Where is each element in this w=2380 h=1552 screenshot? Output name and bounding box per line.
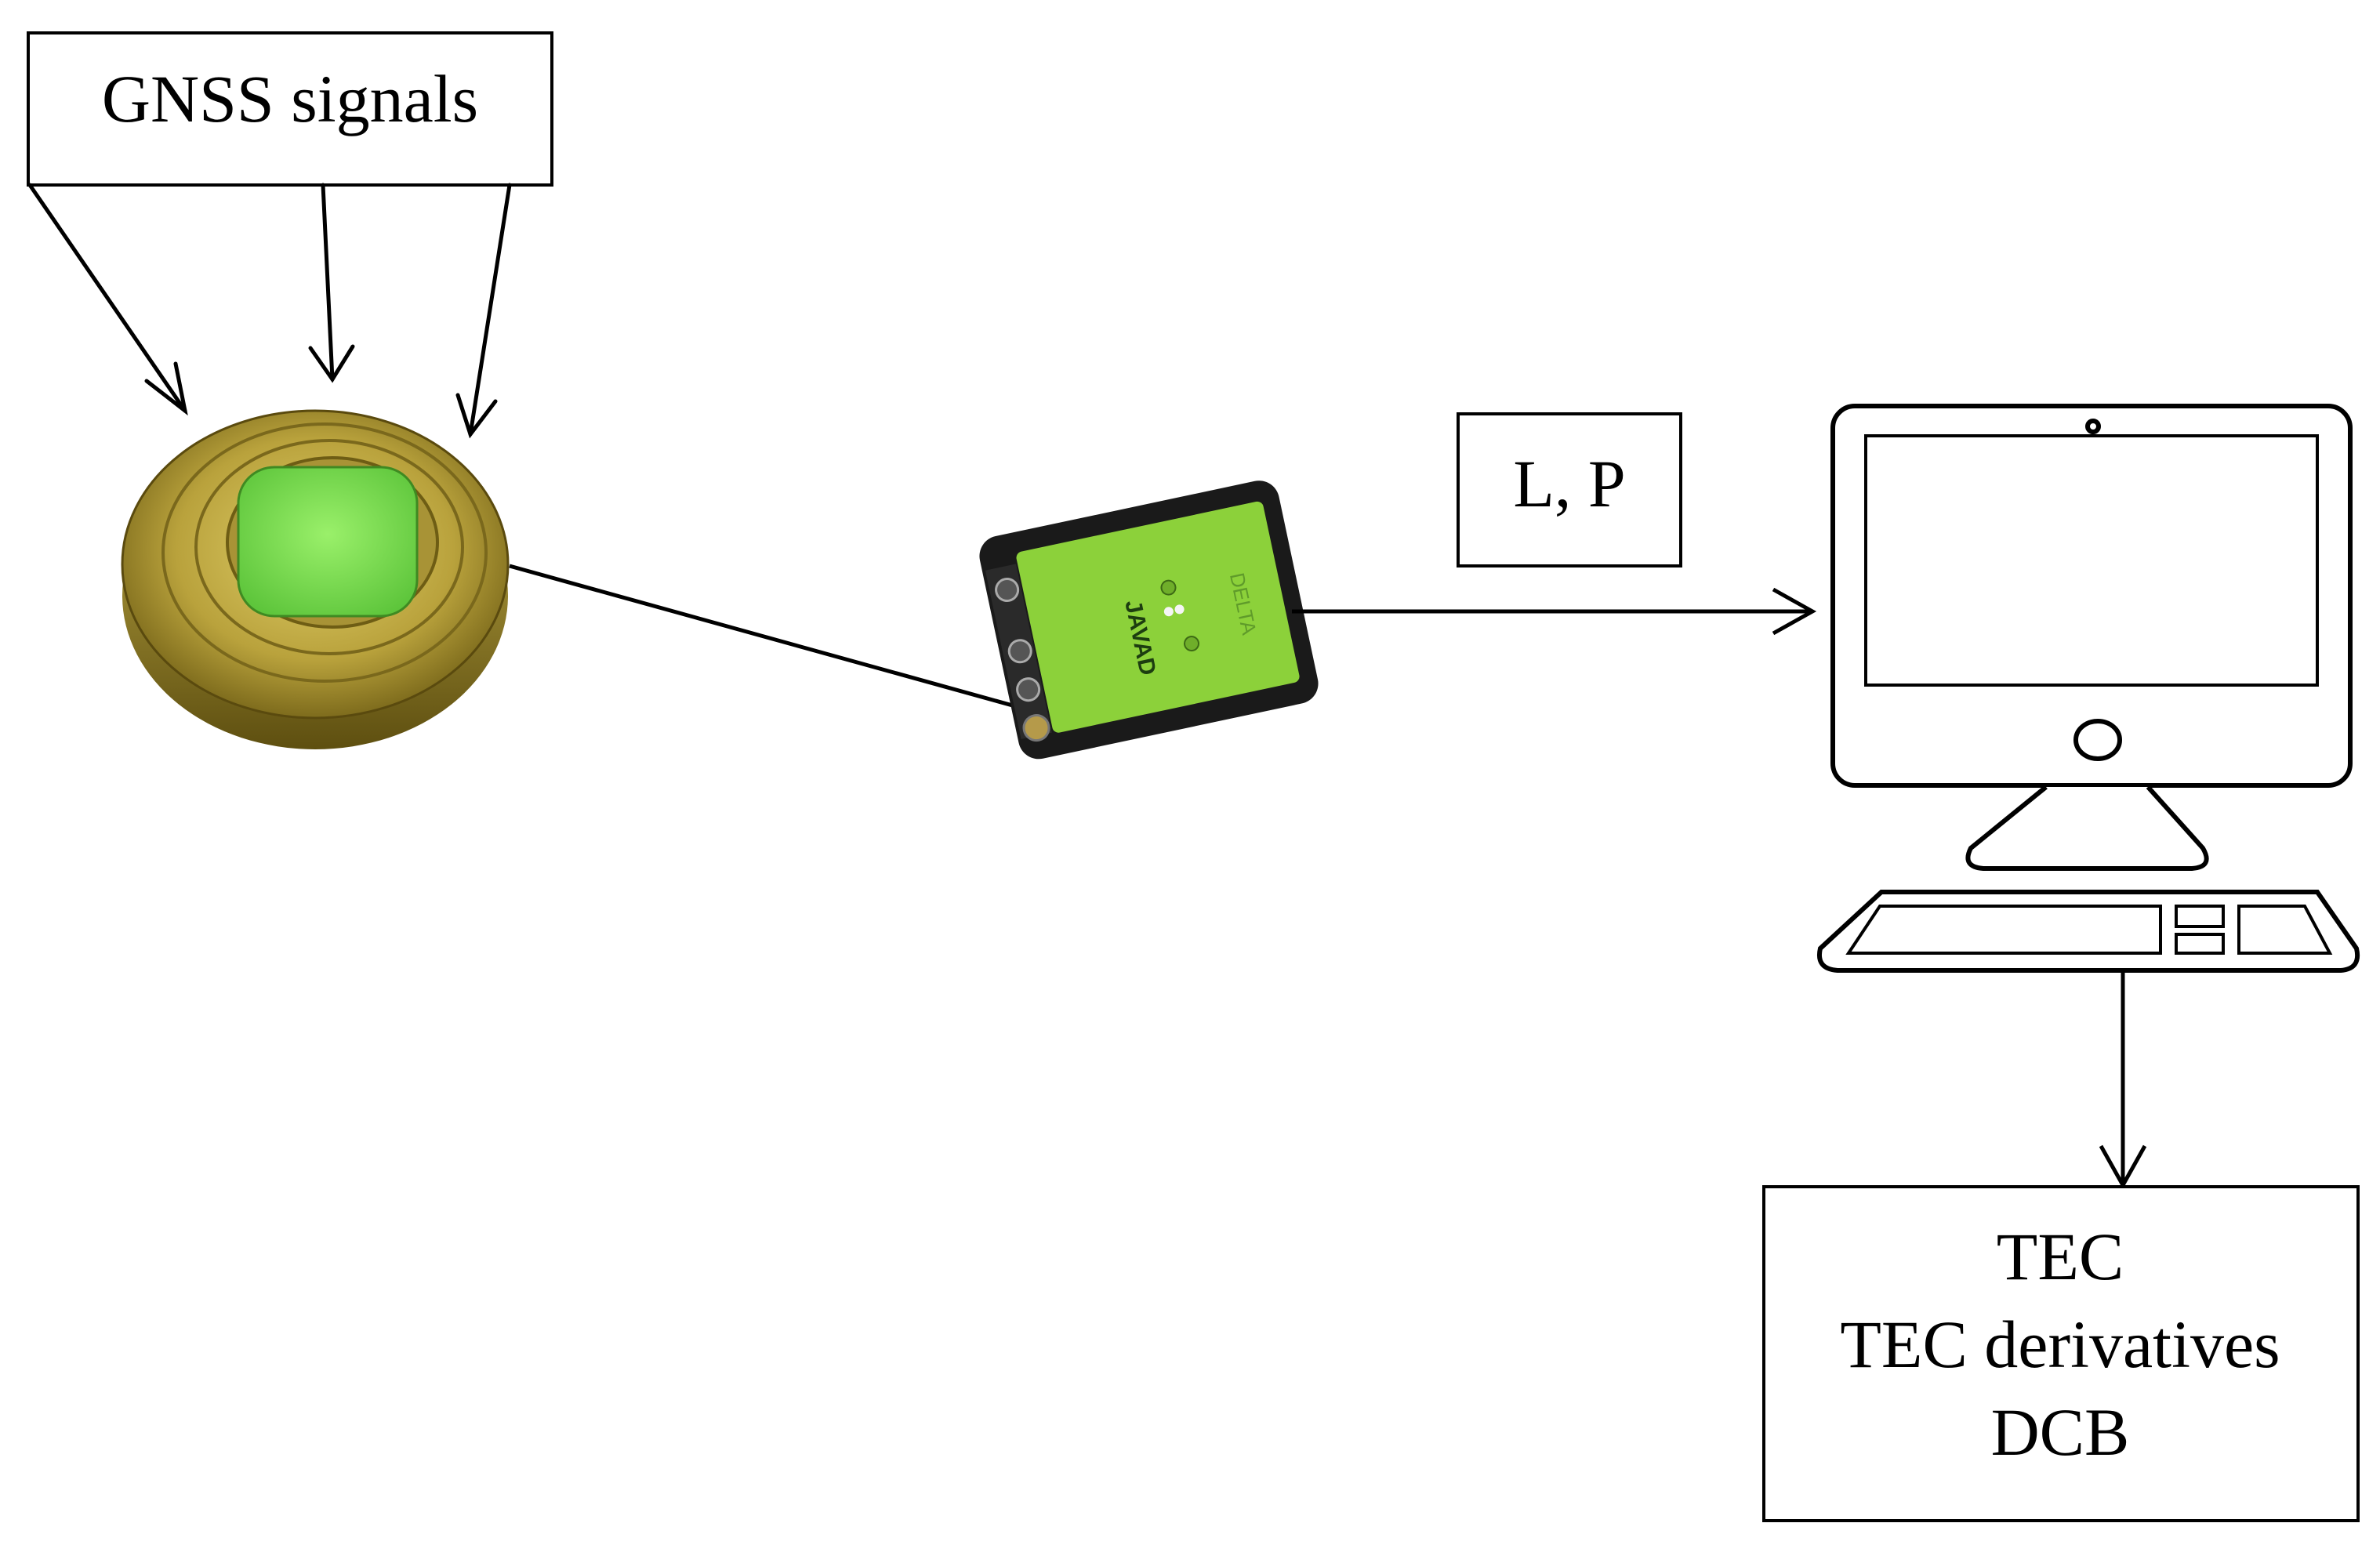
output-arrow: [2099, 972, 2147, 1190]
keyboard-numpad: [2237, 905, 2333, 955]
outputs-box: TEC TEC derivatives DCB: [1762, 1185, 2360, 1522]
keyboard-keys: [1845, 905, 2162, 955]
signal-arrow-middle: [321, 183, 335, 382]
signal-arrow-left: [27, 183, 187, 413]
signal-arrow-right: [468, 183, 512, 437]
antenna-element: [237, 466, 419, 618]
signal-arrow-middle-head: [308, 344, 355, 383]
observables-box: L, P: [1457, 412, 1682, 567]
antenna-cable: [509, 564, 1025, 711]
choke-ring-antenna-icon: [121, 409, 510, 749]
output-tec-derivatives: TEC derivatives: [1840, 1307, 2280, 1382]
gnss-signals-label: GNSS signals: [102, 61, 478, 136]
data-arrow-head: [1772, 587, 1817, 636]
gnss-signals-box: GNSS signals: [27, 31, 553, 187]
signal-arrow-left-head: [144, 361, 188, 416]
output-dcb: DCB: [1991, 1394, 2130, 1470]
power-button: [2073, 719, 2122, 761]
observables-label: L, P: [1513, 446, 1625, 521]
monitor-stand: [1965, 785, 2209, 871]
gnss-receiver-icon: JAVAD DELTA: [979, 480, 1319, 760]
output-tec: TEC: [1997, 1219, 2124, 1294]
camera-dot: [2085, 419, 2101, 434]
signal-arrows: [27, 183, 512, 439]
desktop-computer-icon: [1817, 404, 2360, 973]
data-arrow: [1292, 587, 1817, 636]
keyboard-key-b: [2175, 933, 2225, 955]
signal-arrow-right-head: [455, 393, 498, 439]
keyboard-key-a: [2175, 905, 2225, 928]
monitor-screen: [1864, 434, 2319, 687]
